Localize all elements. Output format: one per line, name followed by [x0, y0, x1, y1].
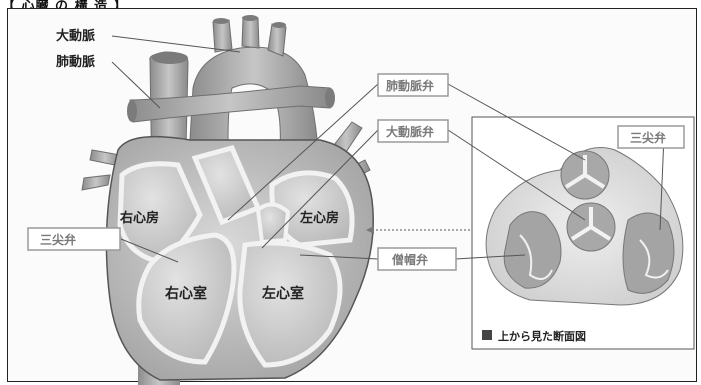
label-pulmonary-artery: 肺動脈 [56, 54, 95, 70]
aortic-valve-shape [567, 203, 615, 251]
label-aorta: 大動脈 [56, 28, 95, 44]
label-right-ventricle: 右心室 [164, 285, 207, 302]
label-left-ventricle: 左心室 [261, 285, 304, 302]
aortic-valve-label: 大動脈弁 [386, 124, 434, 139]
mitral-valve-label: 僧帽弁 [392, 252, 428, 267]
inset-caption-marker [482, 330, 492, 340]
tricuspid-valve-label-right: 三尖弁 [630, 130, 666, 145]
label-right-atrium: 右心房 [119, 210, 159, 226]
label-left-atrium: 左心房 [300, 210, 339, 226]
tricuspid-valve-shape [623, 213, 674, 293]
inset-caption: 上から見た断面図 [498, 329, 586, 343]
mitral-valve-shape [504, 212, 561, 288]
pulmonary-valve-label: 肺動脈弁 [386, 78, 434, 93]
pulmonary-valve-shape [561, 151, 609, 199]
tricuspid-valve-label-left: 三尖弁 [40, 232, 76, 247]
